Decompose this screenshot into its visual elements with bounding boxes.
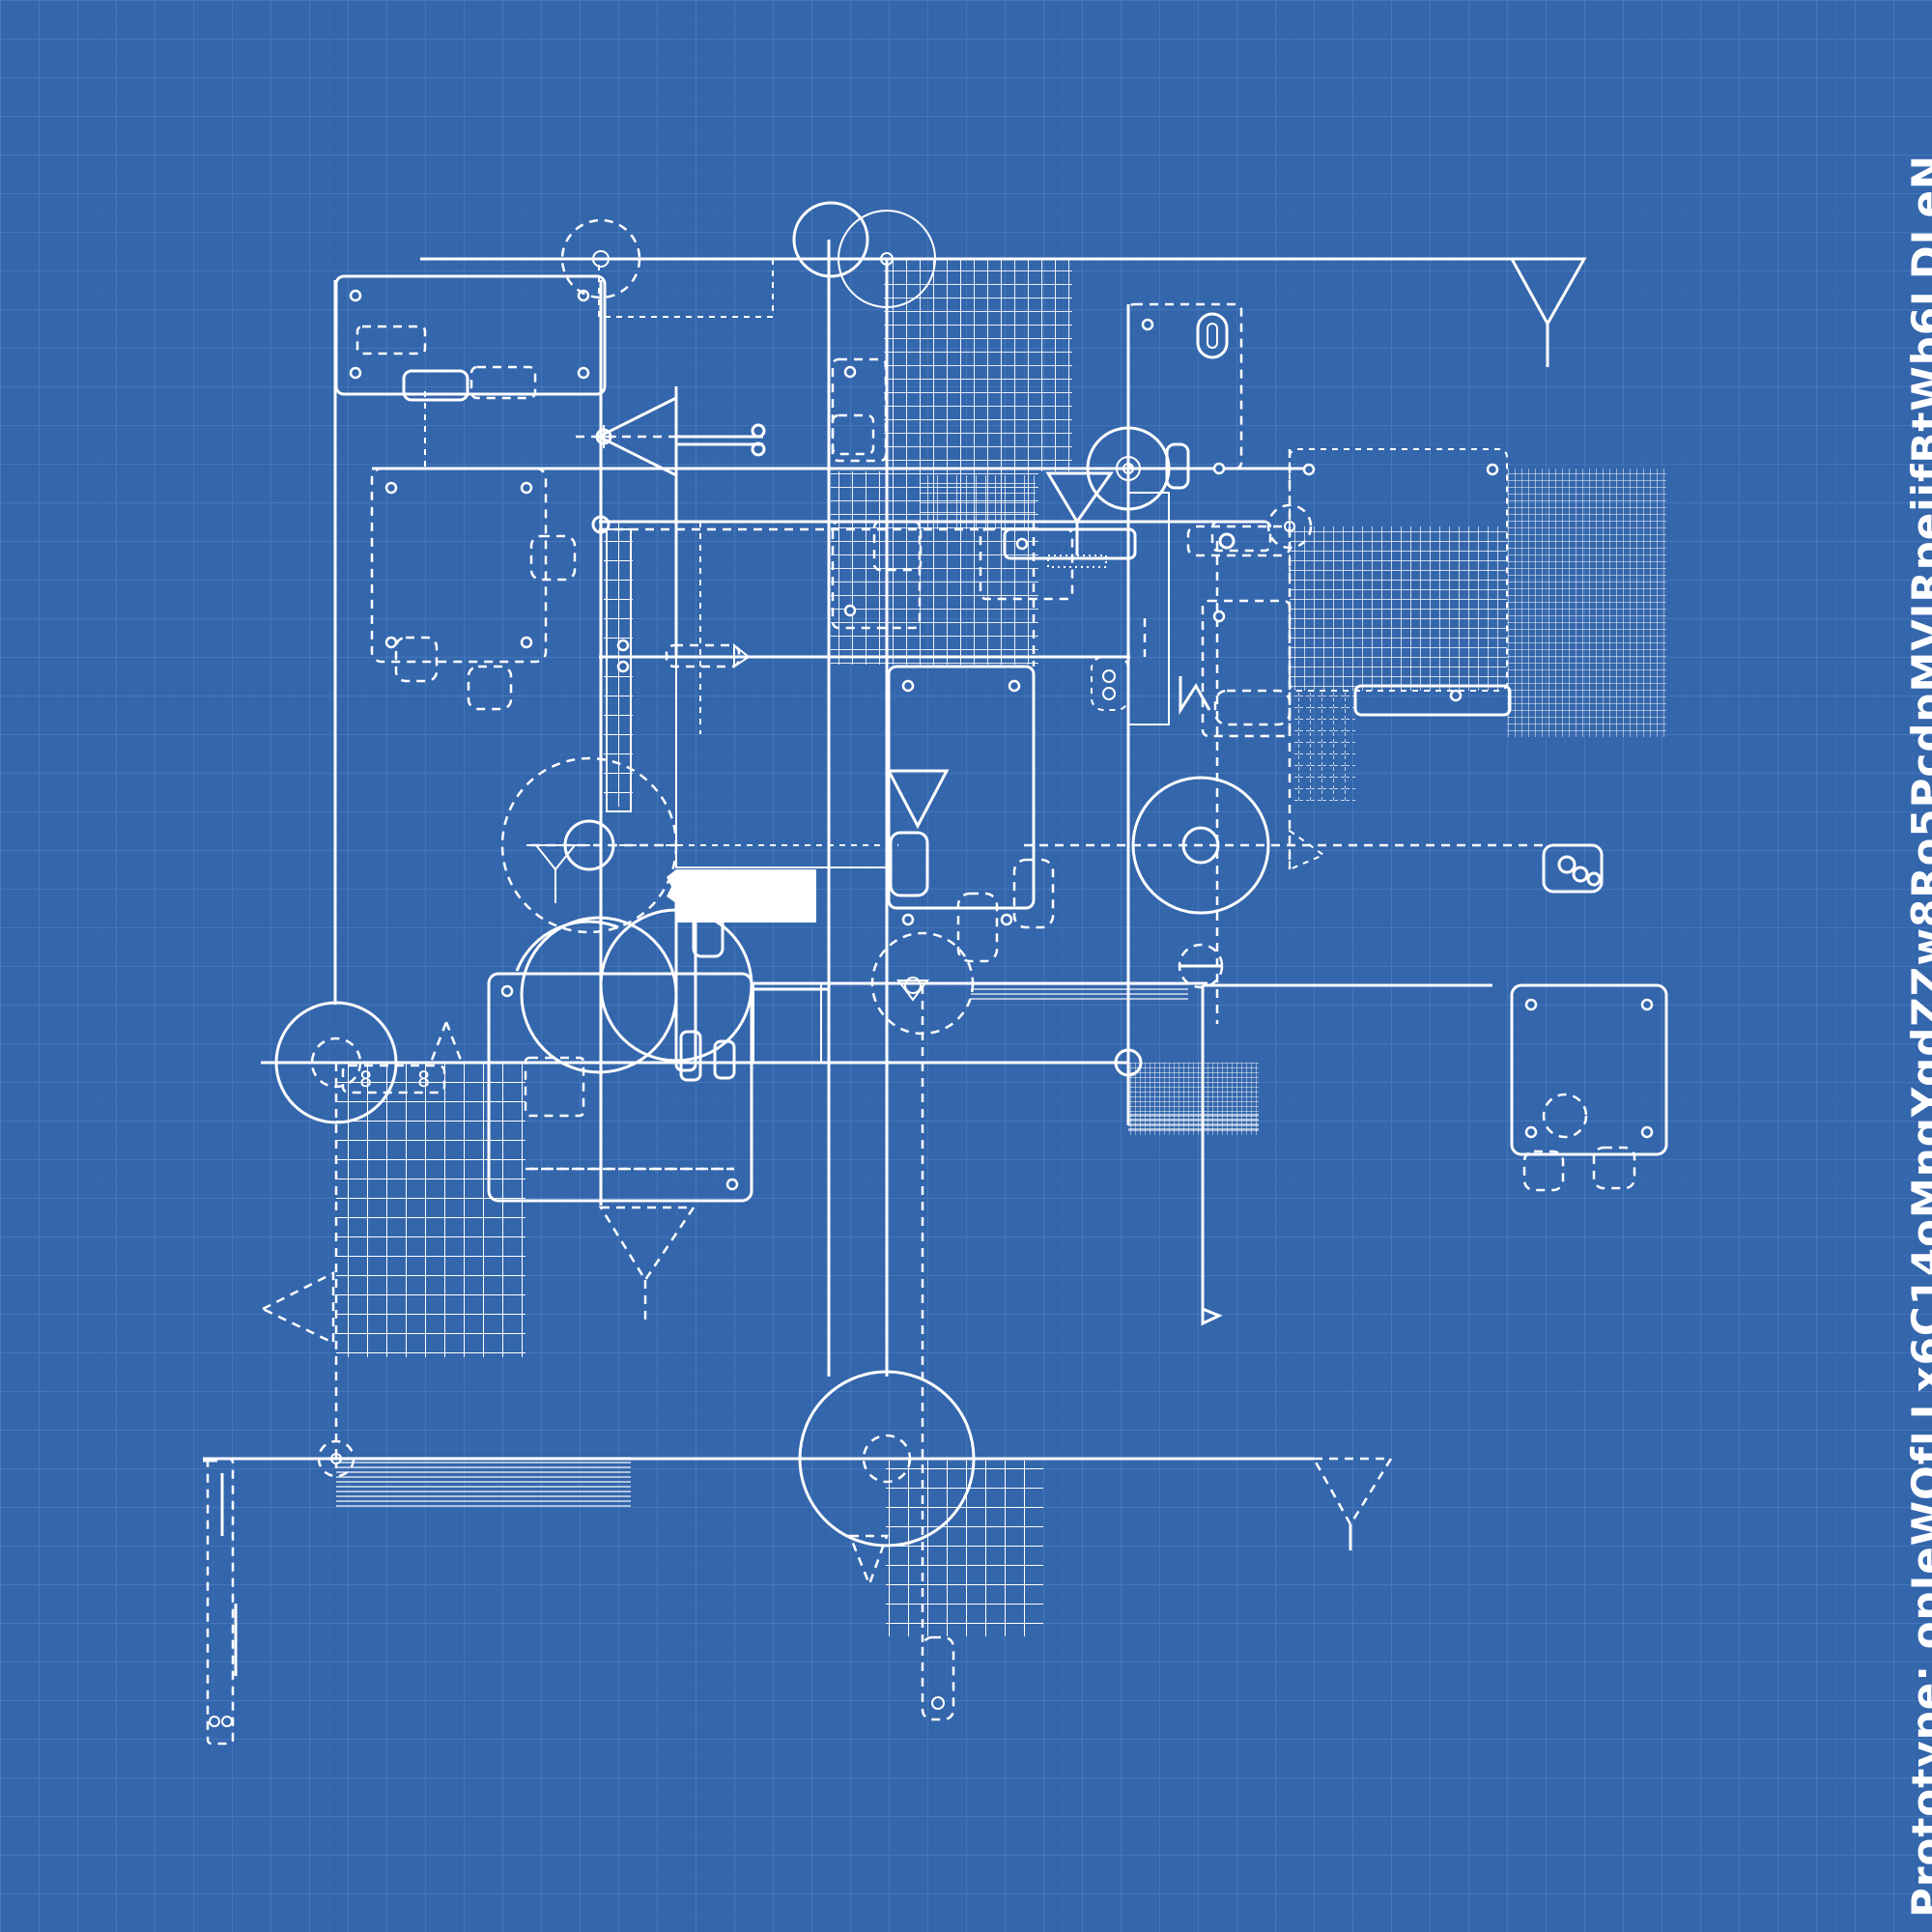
pulley-wheel-right (1131, 776, 1270, 989)
top-circles (420, 201, 936, 308)
plate-bottom-right (1510, 983, 1668, 1192)
mounting-plate-top-left (334, 274, 607, 402)
plate-center-top (979, 520, 1272, 601)
dashed-plate-left (370, 391, 577, 711)
triangle-bottom-right (1311, 1457, 1394, 1550)
bottom-disc (317, 1370, 976, 1721)
mesh-panels (336, 258, 1666, 1636)
dashed-connectors (334, 257, 1546, 1642)
rail-bottom-left (203, 1457, 238, 1746)
side-rail-modules (591, 357, 923, 673)
connector-label-right: 8 (417, 1068, 430, 1093)
dashed-plate-right (1186, 448, 1512, 717)
prototype-title: Prototype: opJeWQfLLx6C14oMnqYgdZZw8Ro5P… (1903, 154, 1932, 1918)
triangle-marker-icon (576, 395, 766, 478)
hook-marker (1114, 1048, 1223, 1326)
connector-badge (1289, 829, 1604, 894)
ladder-column (606, 528, 751, 812)
dashed-plate-top-right (1126, 257, 1587, 475)
plate-mid-right (1091, 599, 1292, 738)
left-gear-block: 8 8 (260, 1001, 734, 1345)
pulley-center (870, 931, 975, 1036)
plate-center-lower (487, 885, 829, 1323)
connector-label-left: 8 (359, 1068, 372, 1093)
